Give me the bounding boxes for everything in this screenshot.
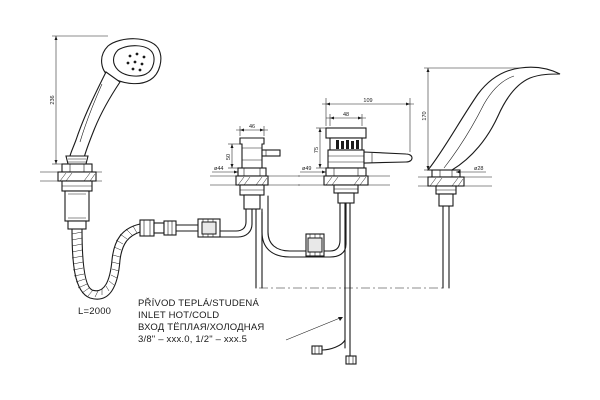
diverter-valve — [235, 137, 281, 210]
dim-label-170: 170 — [422, 111, 428, 120]
dim-diverter-height: 50 — [226, 143, 240, 169]
dim-label-o44: ø44 — [214, 166, 223, 172]
dim-mixer-base: ø49 — [300, 166, 326, 174]
inlet-note-line-sizes: 3/8" – xxx.0, 1/2" – xxx.5 — [138, 334, 247, 345]
cartridge-detail — [336, 140, 359, 149]
dim-label-48: 48 — [343, 112, 349, 118]
bath-spout — [426, 66, 561, 289]
hose-length-label: L=2000 — [78, 306, 111, 317]
mixer-valve — [323, 127, 413, 204]
dim-label-o49: ø49 — [302, 166, 311, 172]
dim-hand-shower-height: 236 — [50, 35, 108, 165]
dim-mixer-body-width: 48 — [326, 112, 366, 126]
dim-label-o28: ø28 — [474, 166, 483, 172]
flexible-hose — [71, 223, 141, 300]
dim-label-50: 50 — [226, 154, 232, 160]
dim-spout-height: 170 — [422, 67, 520, 171]
inlet-leader-line — [285, 317, 341, 341]
hand-shower-base — [57, 171, 97, 230]
dim-label-236: 236 — [50, 95, 56, 104]
dim-label-109: 109 — [363, 98, 372, 104]
inlet-note: PŘÍVOD TEPLÁ/STUDENÁ INLET HOT/COLD ВХОД… — [138, 298, 343, 345]
hand-shower — [61, 38, 162, 173]
shower-nozzles — [126, 52, 146, 72]
inlet-note-line-cz: PŘÍVOD TEPLÁ/STUDENÁ — [138, 298, 259, 309]
mixer-to-diverter-pipe — [261, 195, 347, 258]
dim-diverter-width: 46 — [236, 124, 268, 136]
dim-mixer-height: 75 — [314, 127, 326, 169]
hose-hatching — [71, 225, 138, 298]
inlet-note-line-ru: ВХОД ТЁПЛАЯ/ХОЛОДНАЯ — [138, 322, 264, 333]
mixer-inlet-hoses — [311, 202, 357, 365]
hose-connector — [139, 218, 221, 238]
diverter-supply-pipe — [255, 208, 263, 289]
dim-diverter-base: ø44 — [212, 166, 238, 174]
dim-label-46: 46 — [249, 124, 255, 130]
dim-label-75: 75 — [314, 147, 320, 153]
inlet-note-line-en: INLET HOT/COLD — [138, 310, 219, 321]
dim-mixer-total-width: 109 — [322, 98, 414, 152]
dim-spout-base: ø28 — [456, 166, 486, 174]
